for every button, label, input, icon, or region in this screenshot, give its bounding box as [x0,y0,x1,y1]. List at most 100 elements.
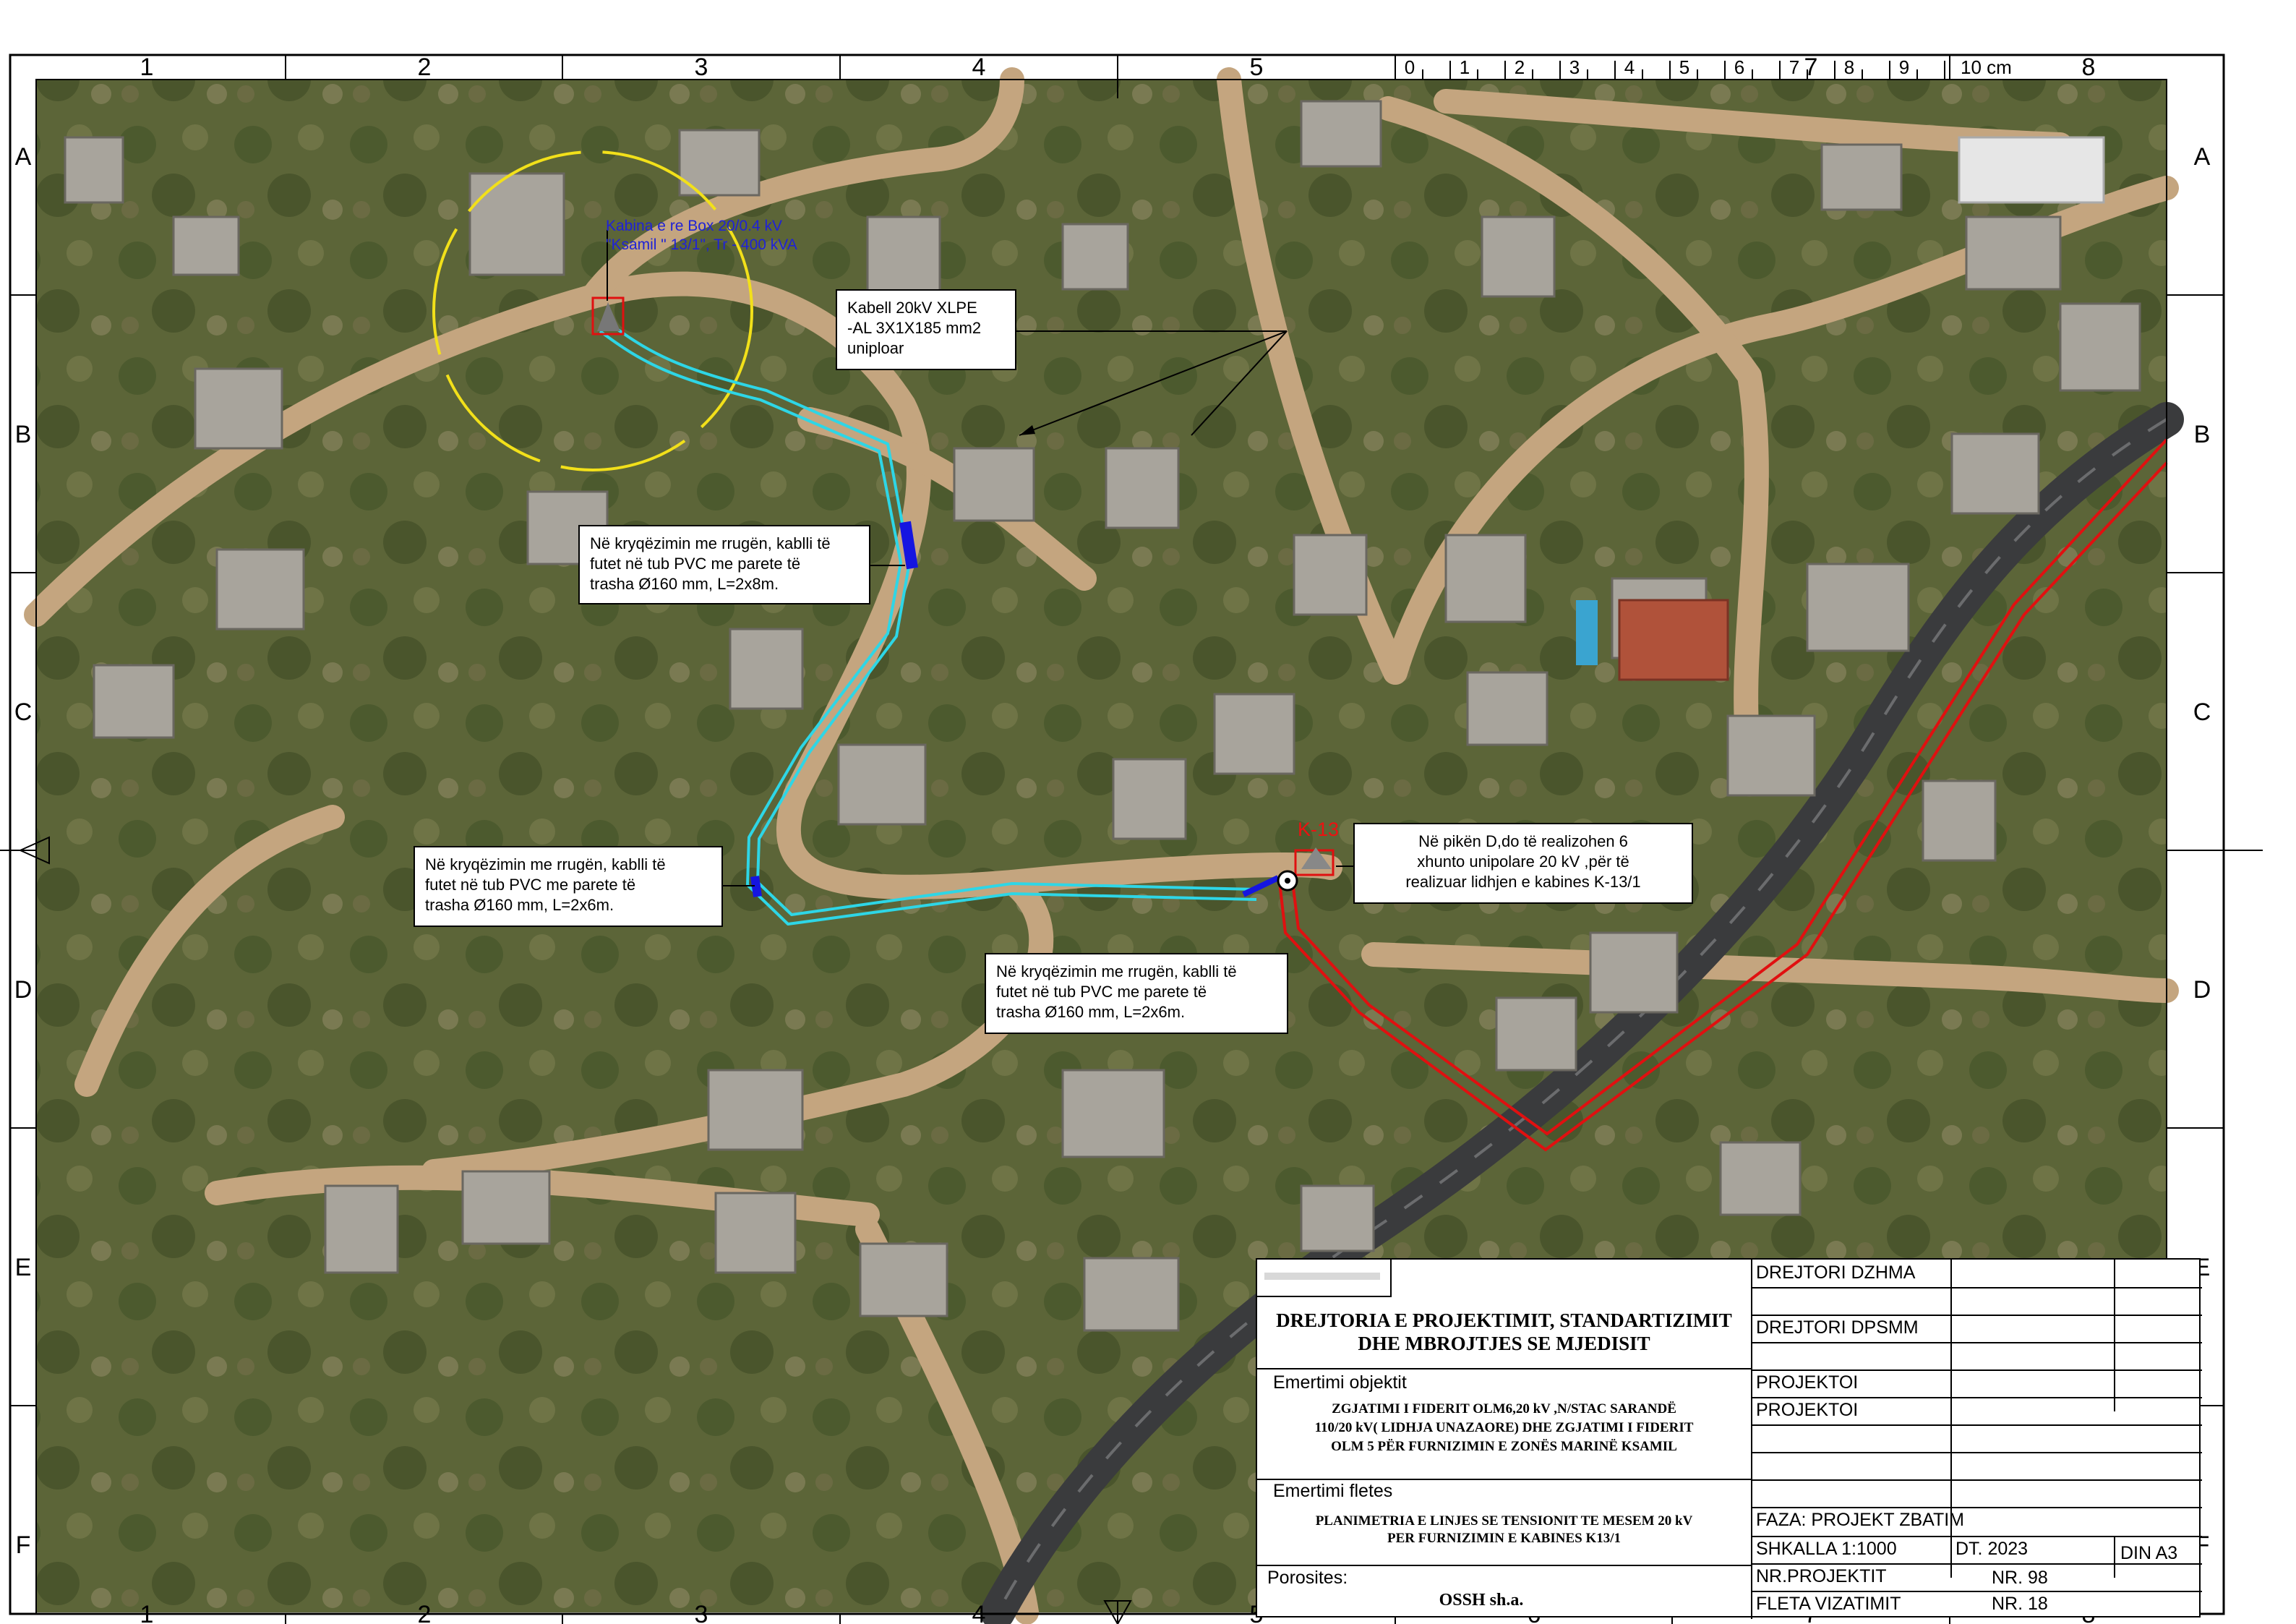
column-label-bottom: 1 [140,1601,154,1624]
tb-line [1751,1342,2202,1343]
title-block: DREJTORIA E PROJEKTIMIT, STANDARTIZIMIT … [1256,1258,2202,1619]
row-label-left: C [14,698,33,726]
row-label-right: B [2194,421,2211,448]
scale-tick-label: 3 [1569,56,1580,78]
director-dpsmm: DREJTORI DPSMM [1756,1317,1919,1338]
org-title: DREJTORIA E PROJEKTIMIT, STANDARTIZIMIT … [1276,1309,1732,1354]
scale-tick-label: 9 [1899,56,1909,78]
column-label-top: 5 [1250,54,1264,81]
scale-tick-label: 0 [1405,56,1415,78]
column-label-top: 4 [972,54,986,81]
center-mark-bottom-icon [1103,1600,1132,1624]
pvc-tube-1 [899,521,918,570]
crossing-annotation-1: Në kryqëzimin me rrugën, kablli të futet… [578,525,870,604]
pvc-tube-2 [750,876,762,897]
road-centerline [996,418,2168,1613]
column-labels-top: 1 2 3 4 5 7 8 [140,54,2096,81]
paper-format: DIN A3 [2120,1543,2178,1563]
tb-line [1257,1565,1751,1566]
row-label-right: A [2194,143,2211,171]
tb-line [1751,1369,2202,1371]
scale-tick-label: 5 [1679,56,1689,78]
cable-annotation: Kabell 20kV XLPE -AL 3X1X185 mm2 uniploa… [836,289,1016,370]
tb-line [1751,1452,2202,1453]
tb-line [1257,1479,1751,1480]
client-name: OSSH sh.a. [1439,1591,1524,1610]
project-no: NR. 98 [1992,1568,2048,1588]
scale-tick-label: 2 [1515,56,1525,78]
right-col-divider-2 [2114,1260,2115,1411]
crossing-annotation-3: Në kryqëzimin me rrugën, kablli të futet… [985,953,1288,1034]
row-label-right: D [2193,976,2211,1004]
red-roof-house [1618,599,1729,681]
point-d-annotation: Në pikën D,do të realizohen 6 xhunto uni… [1353,823,1693,904]
titleblock-divider [1751,1260,1752,1619]
scale-tick-label: 1 [1460,56,1470,78]
sheet-no: NR. 18 [1992,1594,2048,1614]
column-label-bottom: 3 [695,1601,708,1624]
k13-label: K-13 [1298,819,1340,840]
center-mark-left-icon [18,836,50,865]
tb-line [1751,1397,2202,1398]
kabina-label: Kabina e re Box 20/0.4 kV "Ksamil " 13/1… [606,218,797,253]
sheet-label: Emertimi fletes [1273,1481,1393,1501]
right-col-divider-3 [2114,1536,2115,1578]
row-labels-left: A B C D E F [14,143,33,1559]
column-label-top: 8 [2082,54,2096,81]
column-label-bottom: 4 [972,1601,986,1624]
swimming-pool [1576,600,1598,665]
tb-line [1751,1507,2202,1508]
row-label-right: C [2193,698,2211,726]
logo-placeholder-icon [1264,1273,1380,1280]
sheet-name: PLANIMETRIA E LINJES SE TENSIONIT TE MES… [1315,1513,1693,1546]
sheet-no-label: FLETA VIZATIMIT [1756,1594,1901,1614]
scale-tick-label: 8 [1844,56,1854,78]
tb-line [1751,1315,2202,1316]
existing-line [1278,438,2168,1152]
scale-bar-labels: 0 1 2 3 4 5 6 7 8 9 [1405,56,1909,78]
designer-2: PROJEKTOI [1756,1400,1859,1420]
tb-line [1751,1424,2202,1426]
tb-line [1257,1368,1751,1369]
buildings [64,100,2141,1332]
row-label-left: E [15,1254,32,1281]
tb-line [1751,1479,2202,1481]
right-col-divider-1 [1950,1260,1952,1578]
radius-circle [432,150,753,471]
scale-tick-label: 6 [1734,56,1744,78]
tb-line [1751,1536,2202,1537]
column-label-top: 1 [140,54,154,81]
row-label-left: F [16,1531,31,1559]
column-label-top: 7 [1804,54,1818,81]
director-dzhma: DREJTORI DZHMA [1756,1262,1916,1283]
k13-symbol-icon [1301,847,1332,869]
scale: SHKALLA 1:1000 [1756,1539,1897,1559]
row-label-left: B [15,421,32,448]
junction-point-dot [1285,878,1290,884]
annotation-leaders [721,330,1353,886]
scale-bar [1395,55,1945,80]
row-label-left: D [14,976,33,1004]
date: DT. 2023 [1956,1539,2029,1559]
scale-unit-label: 10 cm [1961,56,2012,78]
phase: FAZA: PROJEKT ZBATIM [1756,1510,1965,1530]
scale-tick-label: 7 [1789,56,1799,78]
client-label: Porosites: [1267,1568,1348,1588]
pvc-tube-3 [1242,875,1280,897]
new-cable-route [599,320,1257,926]
logo-box [1257,1260,1392,1297]
greenhouse [1958,136,2105,204]
kabina-symbol-icon [597,302,620,331]
object-name: ZGJATIMI I FIDERIT OLM6,20 kV ,N/STAC SA… [1314,1401,1694,1454]
leader-arrow-icon [1019,425,1035,435]
tb-line [1751,1591,2202,1592]
crossing-annotation-2: Në kryqëzimin me rrugën, kablli të futet… [414,846,723,927]
column-label-bottom: 2 [418,1601,432,1624]
tb-line [1751,1563,2202,1565]
column-label-top: 3 [695,54,708,81]
scale-tick-label: 4 [1624,56,1635,78]
inner-frame [35,79,2167,1615]
designer-1: PROJEKTOI [1756,1372,1859,1393]
row-label-left: A [15,143,32,171]
tb-line [1751,1287,2202,1288]
